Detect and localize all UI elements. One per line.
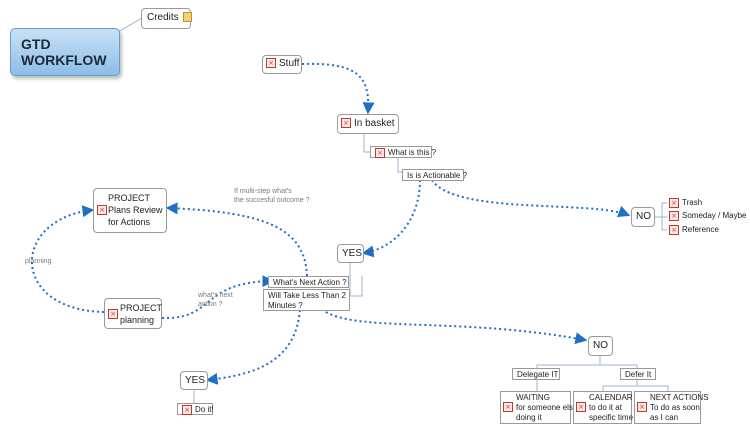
x-box-icon: × [669, 211, 679, 221]
connector-no-delegate [536, 356, 601, 368]
no-bottom-node[interactable]: NO [588, 336, 613, 356]
less-than-2-node[interactable]: Will Take Less Than 2 Minutes ? [263, 289, 350, 311]
waiting-label: WAITING for someone else doing it [516, 393, 578, 422]
no-top-label: NO [636, 211, 651, 222]
arrow-planning-project [30, 205, 105, 313]
trash-item[interactable]: ×Trash [667, 197, 717, 209]
less-than-2-label: Will Take Less Than 2 Minutes ? [268, 291, 346, 310]
project-review-node[interactable]: × PROJECT Plans Review for Actions [93, 188, 167, 233]
delegate-label: Delegate IT [517, 370, 559, 379]
yes-top-node[interactable]: YES [337, 244, 364, 263]
arrow-project-nextaction [161, 275, 275, 320]
edge-label-multi-step: If multi-step what's the succesful outco… [234, 188, 310, 204]
delegate-node[interactable]: Delegate IT [512, 368, 560, 380]
no-top-node[interactable]: NO [631, 207, 655, 227]
credits-node[interactable]: Credits [141, 8, 192, 29]
diagram-title: GTD WORKFLOW [10, 28, 120, 76]
project-planning-node[interactable]: × PROJECT planning [104, 298, 162, 329]
connector-title-credits [117, 17, 143, 33]
do-it-node[interactable]: ×Do it! [177, 403, 214, 415]
arrow-stuff-basket [301, 62, 375, 115]
arrow-lessthan2-yes [205, 309, 301, 385]
what-is-this-node[interactable]: ×What is this ? [370, 146, 436, 158]
defer-label: Defer It [625, 370, 652, 379]
stuff-label: Stuff [279, 58, 300, 69]
arrow-actionable-yes [361, 179, 421, 258]
someday-label: Someday / Maybe [682, 211, 747, 221]
next-action-node[interactable]: What's Next Action ? [268, 276, 349, 288]
in-basket-node[interactable]: ×In basket [337, 114, 399, 134]
connector-defer-calendar [602, 380, 638, 391]
note-icon [182, 12, 192, 23]
yes-bottom-node[interactable]: YES [180, 371, 208, 390]
connector-no-reference [661, 217, 667, 231]
next-action-label: What's Next Action ? [273, 278, 347, 287]
connector-no-trash [655, 202, 667, 218]
x-box-icon: × [97, 205, 107, 215]
calendar-node[interactable]: × CALENDAR to do it at specific time [573, 391, 634, 424]
connector-yes-stack [349, 262, 363, 297]
x-box-icon: × [182, 405, 192, 415]
is-actionable-label: Is is Actionable ? [407, 171, 468, 180]
credits-label: Credits [147, 12, 179, 23]
x-box-icon: × [266, 58, 276, 69]
edge-label-whats-next: what's next action ? [198, 292, 233, 308]
trash-label: Trash [682, 198, 703, 208]
project-planning-label: PROJECT planning [120, 303, 163, 325]
x-box-icon: × [669, 198, 679, 208]
next-actions-node[interactable]: × NEXT ACTIONS To do as soon as I can [634, 391, 709, 424]
x-box-icon: × [669, 225, 679, 235]
reference-item[interactable]: ×Reference [667, 224, 727, 236]
yes-bottom-label: YES [185, 375, 206, 386]
connector-what-actionable [397, 158, 402, 173]
arrow-lessthan2-no [317, 305, 588, 345]
x-box-icon: × [576, 402, 586, 412]
stuff-node[interactable]: ×Stuff [262, 55, 302, 74]
defer-node[interactable]: Defer It [620, 368, 656, 380]
connector-defer-nextactions [637, 385, 669, 391]
connector-basket-what [363, 134, 370, 153]
connector-no-defer [600, 364, 638, 368]
x-box-icon: × [341, 118, 351, 129]
yes-top-label: YES [342, 248, 363, 259]
waiting-node[interactable]: × WAITING for someone else doing it [500, 391, 578, 424]
do-it-label: Do it! [195, 405, 214, 415]
reference-label: Reference [682, 225, 719, 235]
x-box-icon: × [503, 402, 513, 412]
x-box-icon: × [108, 309, 118, 319]
next-actions-label: NEXT ACTIONS To do as soon as I can [650, 393, 709, 422]
arrow-nextaction-project [165, 202, 308, 277]
x-box-icon: × [637, 402, 647, 412]
what-is-this-label: What is this ? [388, 148, 437, 158]
in-basket-label: In basket [354, 118, 395, 129]
arrow-actionable-no [431, 179, 631, 218]
someday-item[interactable]: ×Someday / Maybe [667, 210, 747, 222]
calendar-label: CALENDAR to do it at specific time [589, 393, 634, 422]
project-review-label: PROJECT Plans Review for Actions [108, 193, 163, 227]
edge-label-planning: planning [25, 258, 52, 265]
x-box-icon: × [375, 148, 385, 158]
no-bottom-label: NO [593, 340, 608, 351]
is-actionable-node[interactable]: Is is Actionable ? [402, 169, 468, 181]
